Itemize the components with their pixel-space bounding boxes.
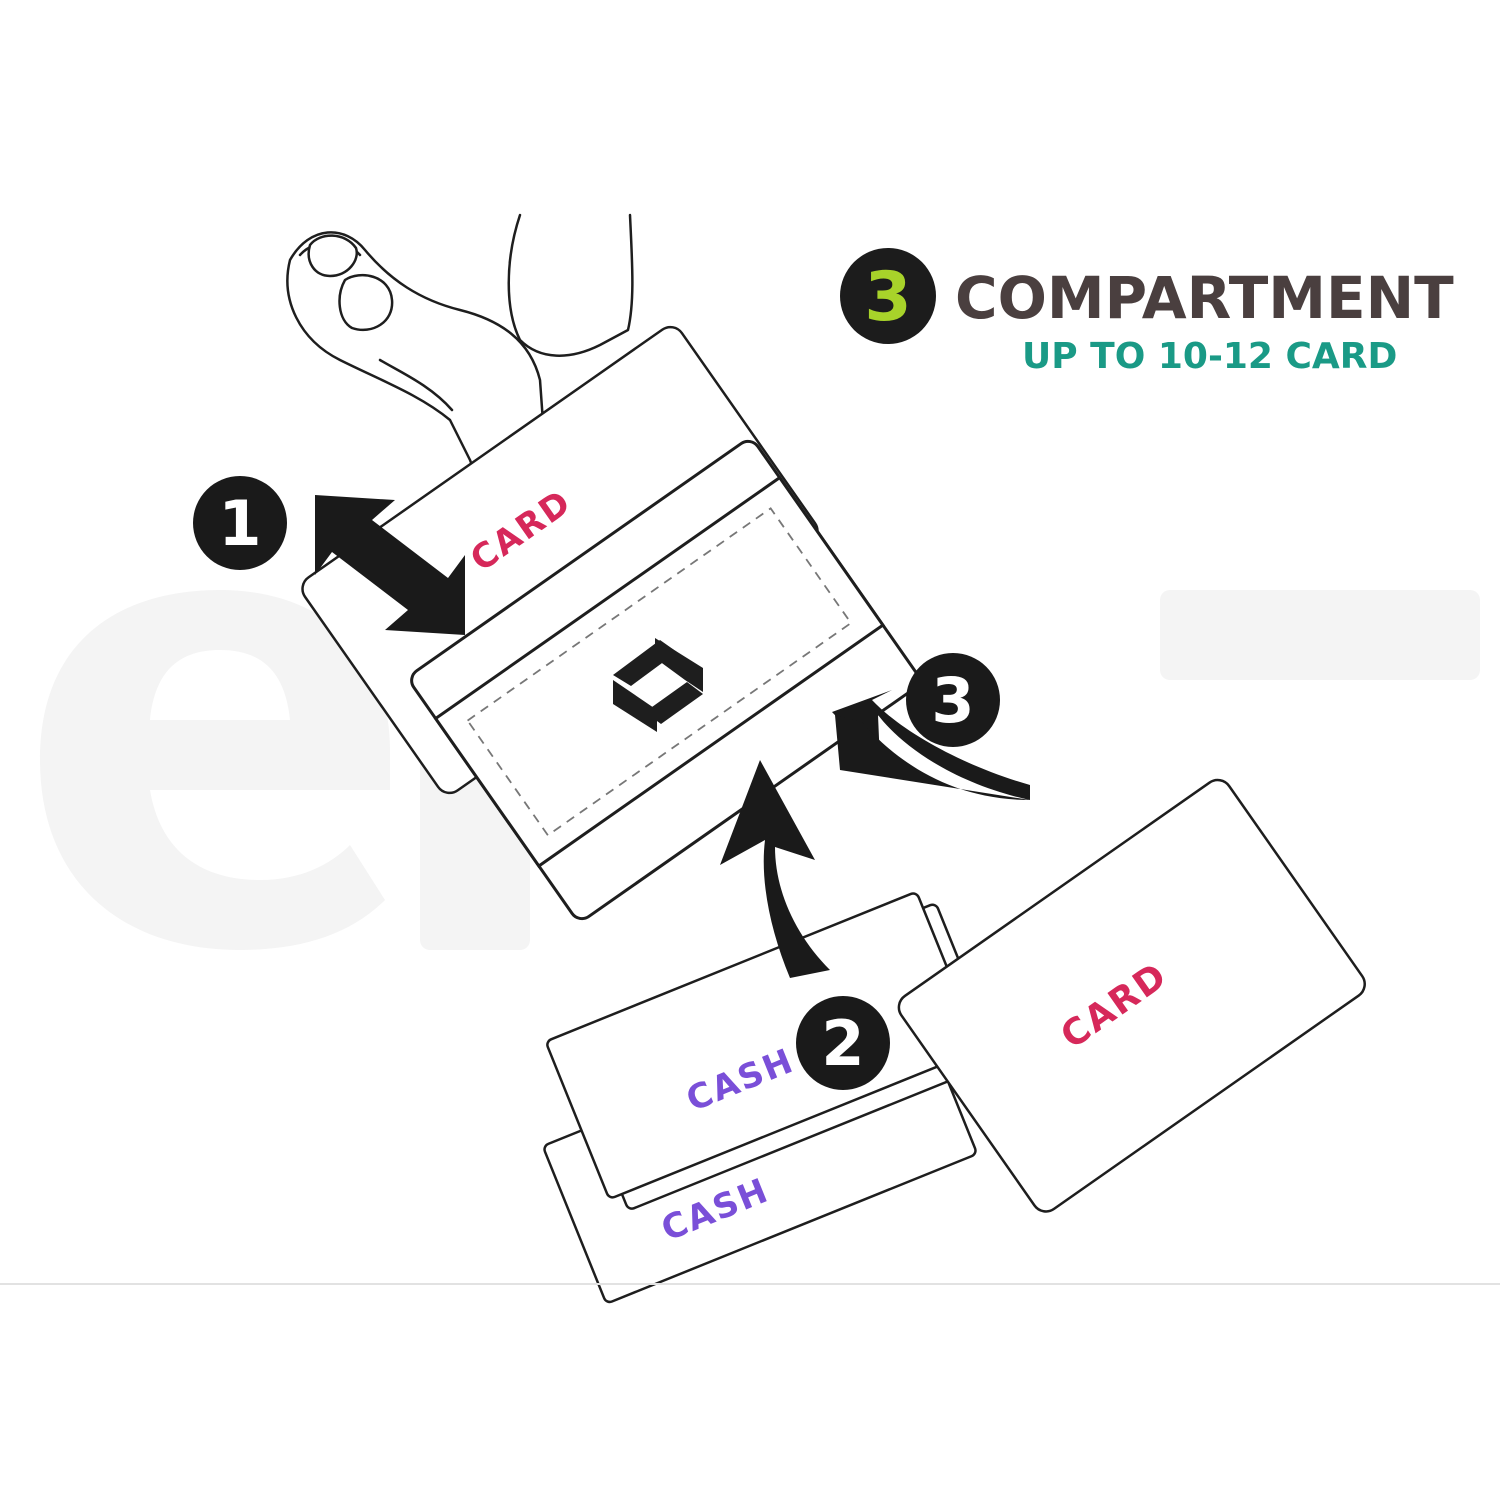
brand-logo-icon [613,638,704,733]
step-1-number: 1 [218,487,261,560]
compartment-heading: 3 COMPARTMENT UP TO 10-12 CARD [840,248,1454,377]
curved-arrow-icon-step-2 [720,760,830,978]
curved-arrow-icon-step-3 [832,690,1030,800]
card-bottom: CARD [897,778,1366,1213]
double-arrow-icon [315,495,465,635]
step-1-badge: 1 [193,476,287,570]
cash-stack-front: CASH [546,892,980,1199]
step-3-number: 3 [931,664,974,737]
step-2-number: 2 [821,1007,864,1080]
step-3-badge: 3 [906,653,1000,747]
compartment-subtitle: UP TO 10-12 CARD [1022,336,1397,377]
compartment-badge-number: 3 [864,258,911,337]
compartment-title: COMPARTMENT [955,264,1454,332]
step-2-badge: 2 [796,996,890,1090]
compartment-badge [840,248,936,344]
